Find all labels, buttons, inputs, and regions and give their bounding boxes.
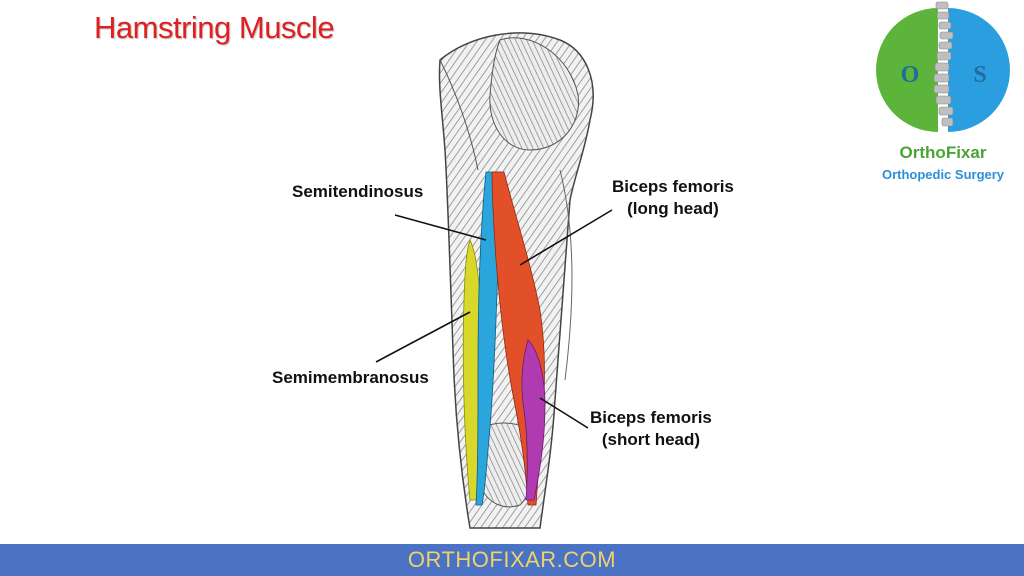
- label-semitendinosus: Semitendinosus: [292, 182, 424, 201]
- footer-website[interactable]: ORTHOFIXAR.COM: [407, 547, 617, 572]
- label-biceps-femoris-long-head: Biceps femoris (long head): [612, 176, 734, 220]
- biceps-short-head-leader: [539, 397, 589, 429]
- spine-icon: [933, 1, 954, 127]
- label-biceps-long-line2: (long head): [627, 199, 719, 218]
- semimembranosus-leader: [375, 311, 471, 363]
- label-biceps-short-line2: (short head): [601, 430, 701, 449]
- biceps-long-head-leader: [519, 209, 613, 266]
- logo-tagline: Orthopedic Surgery: [881, 167, 1005, 182]
- hamstring-anatomy-illustration: [375, 32, 613, 529]
- label-biceps-long-line1: Biceps femoris: [612, 177, 734, 196]
- biceps-femoris-short-head-muscle: [521, 339, 546, 501]
- semitendinosus-leader: [394, 214, 487, 241]
- logo-emblem: O S: [876, 1, 1010, 132]
- orthofixar-logo: O S OrthoFixar Orthopedic Surgery: [876, 0, 1010, 190]
- footer-bar: ORTHOFIXAR.COM: [0, 544, 1024, 576]
- logo-letter-s: S: [973, 62, 986, 88]
- logo-letter-o: O: [901, 62, 920, 88]
- logo-name: OrthoFixar: [899, 143, 987, 162]
- label-semimembranosus: Semimembranosus: [272, 368, 429, 387]
- label-biceps-short-line1: Biceps femoris: [590, 408, 712, 427]
- label-biceps-femoris-short-head: Biceps femoris (short head): [590, 407, 712, 451]
- slide-title: Hamstring Muscle: [94, 10, 335, 45]
